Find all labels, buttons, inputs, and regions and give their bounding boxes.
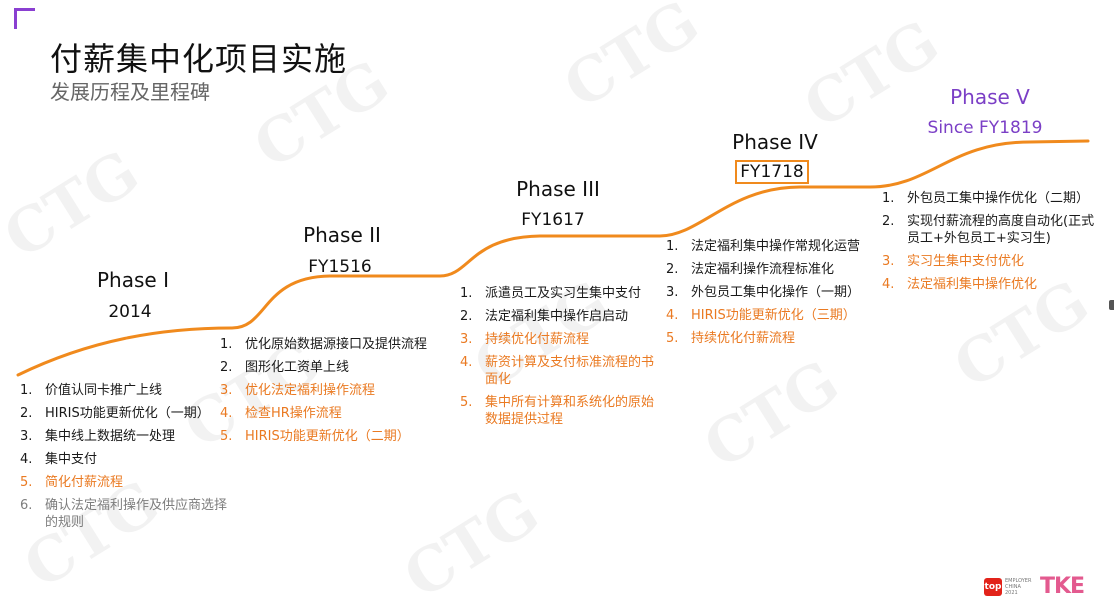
phase-1-list: 1.价值认同卡推广上线 2.HIRIS功能更新优化（一期） 3.集中线上数据统一…	[20, 382, 235, 537]
tke-logo: TKE	[1040, 574, 1085, 599]
phase-2-name: Phase II	[303, 223, 381, 247]
list-item: 4.薪资计算及支付标准流程的书面化	[460, 355, 655, 387]
list-item: 2.法定福利集中操作启启动	[460, 309, 629, 324]
list-item: 3.实习生集中支付优化	[882, 254, 1025, 269]
list-item: 4.检查HR操作流程	[220, 406, 342, 421]
list-item: 4.集中支付	[20, 452, 98, 467]
list-item: 2.HIRIS功能更新优化（一期）	[20, 406, 210, 421]
phase-4-name: Phase IV	[732, 130, 818, 154]
page-subtitle: 发展历程及里程碑	[50, 80, 210, 104]
phase-2-date: FY1516	[308, 257, 372, 277]
list-item: 5.持续优化付薪流程	[666, 331, 796, 346]
list-item: 1.优化原始数据源接口及提供流程	[220, 337, 428, 352]
list-item: 5.HIRIS功能更新优化（二期）	[220, 429, 410, 444]
phase-3-name: Phase III	[516, 177, 600, 201]
list-item: 2.法定福利操作流程标准化	[666, 262, 835, 277]
list-item: 5.集中所有计算和系统化的原始数据提供过程	[460, 395, 655, 427]
list-item: 4.HIRIS功能更新优化（三期）	[666, 308, 856, 323]
list-item: 6.确认法定福利操作及供应商选择的规则	[20, 498, 228, 530]
list-item: 2.图形化工资单上线	[220, 360, 350, 375]
corner-accent	[14, 8, 35, 29]
top-employer-logo: top	[984, 578, 1002, 596]
top-employer-caption: EMPLOYER CHINA 2021	[1005, 578, 1032, 596]
list-item: 1.法定福利集中操作常规化运营	[666, 239, 861, 254]
list-item: 2.实现付薪流程的高度自动化(正式员工+外包员工+实习生)	[882, 214, 1095, 246]
list-item: 5.简化付薪流程	[20, 475, 124, 490]
list-item: 1.派遣员工及实习生集中支付	[460, 286, 642, 301]
phase-1-name: Phase I	[97, 268, 169, 292]
phase-5-list: 1.外包员工集中操作优化（二期） 2.实现付薪流程的高度自动化(正式员工+外包员…	[882, 190, 1102, 299]
page-title: 付薪集中化项目实施	[50, 40, 348, 78]
phase-4-date-box: FY1718	[735, 160, 809, 184]
phase-5-date: Since FY1819	[927, 118, 1043, 138]
list-item: 3.持续优化付薪流程	[460, 332, 590, 347]
list-item: 3.优化法定福利操作流程	[220, 383, 376, 398]
phase-4-date: FY1718	[735, 160, 809, 184]
edge-handle	[1109, 300, 1114, 310]
phase-5-name: Phase V	[950, 85, 1030, 109]
phase-2-list: 1.优化原始数据源接口及提供流程 2.图形化工资单上线 3.优化法定福利操作流程…	[220, 336, 450, 451]
list-item: 3.集中线上数据统一处理	[20, 429, 176, 444]
list-item: 1.外包员工集中操作优化（二期）	[882, 191, 1090, 206]
list-item: 4.法定福利集中操作优化	[882, 277, 1038, 292]
phase-4-list: 1.法定福利集中操作常规化运营 2.法定福利操作流程标准化 3.外包员工集中化操…	[666, 238, 881, 353]
phase-3-date: FY1617	[521, 210, 585, 230]
phase-1-date: 2014	[108, 302, 152, 322]
phase-3-list: 1.派遣员工及实习生集中支付 2.法定福利集中操作启启动 3.持续优化付薪流程 …	[460, 285, 665, 434]
list-item: 3.外包员工集中化操作（一期）	[666, 285, 861, 300]
list-item: 1.价值认同卡推广上线	[20, 383, 163, 398]
